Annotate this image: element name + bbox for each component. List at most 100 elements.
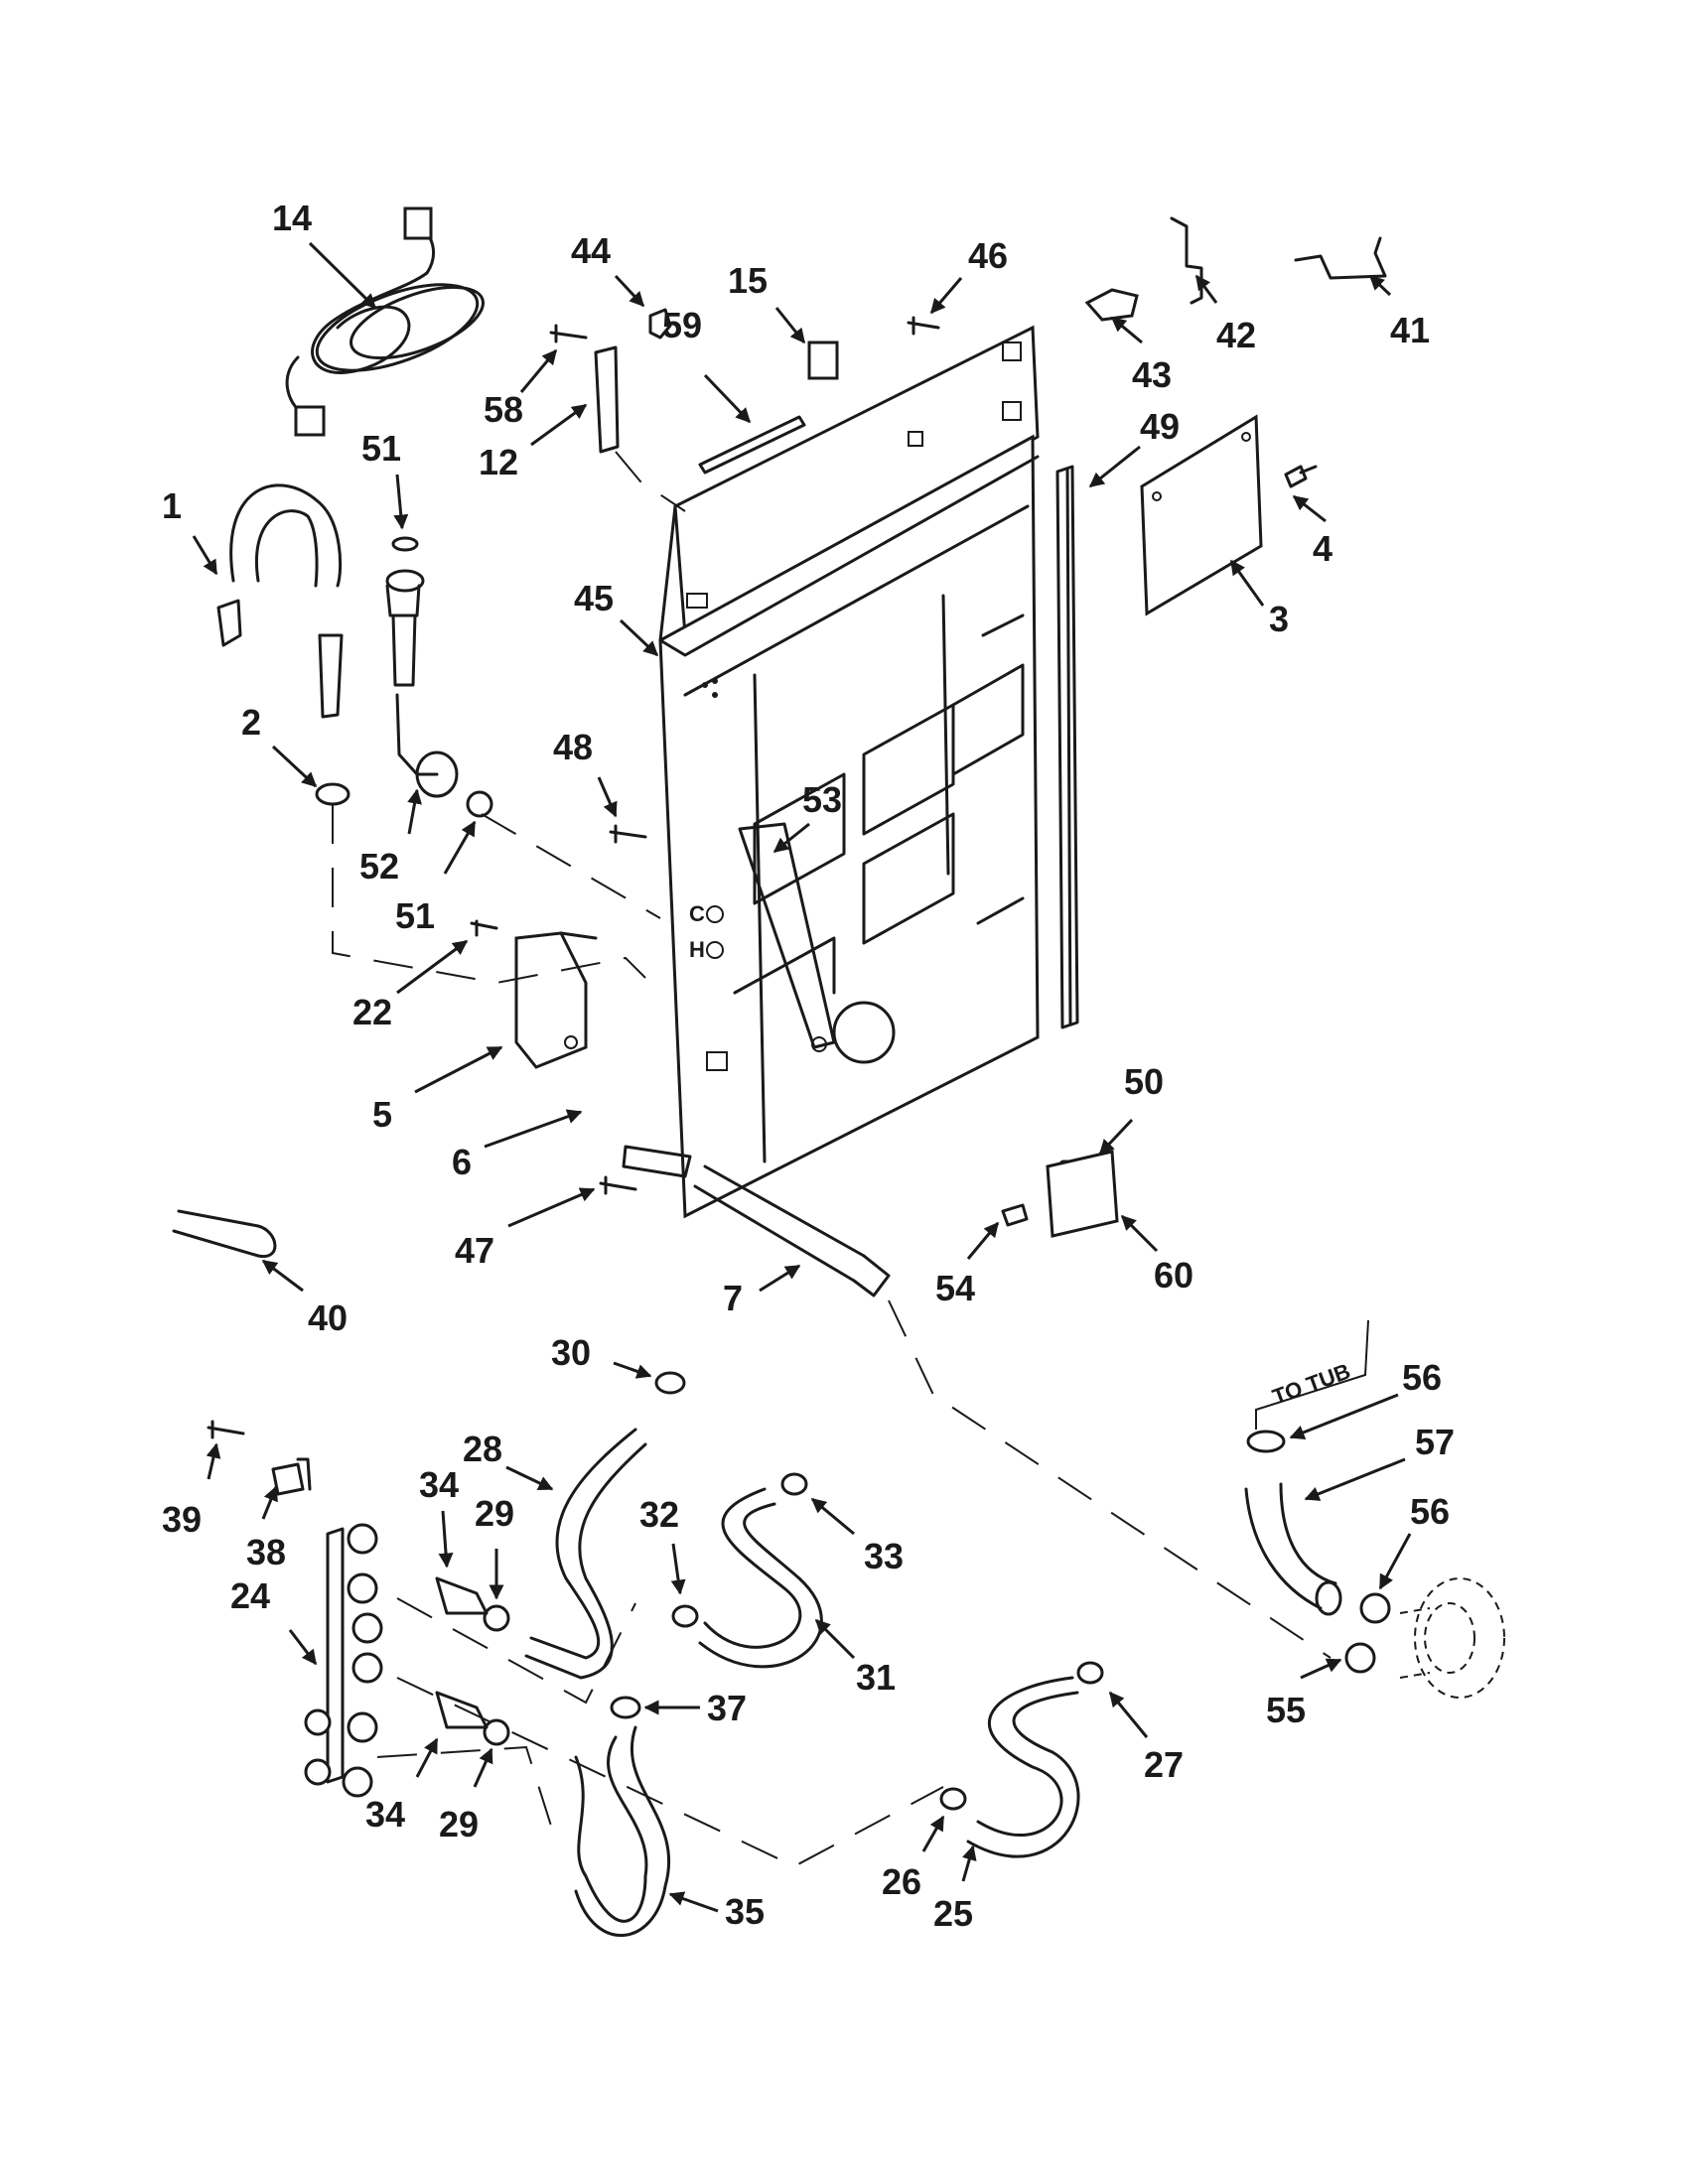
drain-hose-hook	[216, 483, 344, 719]
callout-number: 31	[856, 1657, 896, 1698]
callout-31: 31	[814, 1618, 896, 1698]
leader-arrow	[774, 307, 806, 344]
clip-15	[807, 341, 839, 380]
callout-number: 60	[1154, 1255, 1193, 1296]
callout-number: 28	[463, 1429, 502, 1469]
callout-14: 14	[272, 198, 377, 310]
callout-number: 15	[728, 260, 768, 301]
leader-arrow	[1289, 1393, 1399, 1439]
callout-22: 22	[352, 939, 469, 1032]
route-valve-b	[396, 1677, 944, 1868]
leader-arrow	[597, 776, 618, 818]
callout-29b: 29	[439, 1747, 493, 1844]
callout-number: 42	[1216, 315, 1256, 355]
clamp-37	[610, 1696, 641, 1719]
callout-50: 50	[1098, 1061, 1164, 1156]
leader-arrow	[929, 277, 963, 315]
bracket-12	[594, 345, 620, 454]
callout-48: 48	[553, 727, 618, 818]
flow-washer-top	[435, 1576, 489, 1615]
callout-number: 22	[352, 992, 392, 1032]
clamp-29-top	[483, 1604, 510, 1632]
route-pressure	[332, 804, 646, 985]
callout-49: 49	[1088, 406, 1180, 488]
route-valve-c	[376, 1745, 557, 1843]
inlet-hose	[385, 536, 493, 818]
leader-arrow	[614, 274, 645, 308]
callout-43: 43	[1110, 316, 1172, 395]
callout-number: 6	[452, 1142, 472, 1182]
callout-35: 35	[668, 1891, 765, 1932]
callout-number: 43	[1132, 354, 1172, 395]
route-tub	[1255, 1319, 1369, 1430]
leader-arrow	[1378, 1533, 1412, 1590]
leader-arrow	[261, 1485, 278, 1520]
callout-number: 5	[372, 1094, 392, 1135]
cover-plate	[1140, 414, 1263, 616]
callout-56b: 56	[1378, 1491, 1450, 1590]
clamp-32	[671, 1604, 699, 1628]
callout-51a: 51	[361, 428, 409, 530]
clamp-30	[654, 1371, 686, 1395]
callout-number: 37	[707, 1688, 747, 1728]
callout-24: 24	[230, 1575, 318, 1666]
callout-60: 60	[1120, 1214, 1193, 1296]
hose-31	[703, 1487, 802, 1649]
leader-arrow	[1300, 1658, 1342, 1680]
callout-number: 2	[241, 702, 261, 743]
leader-arrow	[1098, 1118, 1134, 1156]
callout-number: 44	[571, 230, 611, 271]
leader-arrow	[206, 1442, 221, 1480]
callout-56a: 56	[1289, 1357, 1442, 1439]
leader-arrow	[613, 1361, 652, 1379]
callout-46: 46	[929, 235, 1008, 315]
callout-40: 40	[261, 1259, 348, 1338]
callout-number: 29	[475, 1493, 514, 1534]
clamp-33	[780, 1472, 808, 1496]
side-rail	[1055, 465, 1079, 1029]
leader-arrow	[288, 1629, 318, 1666]
callout-number: 24	[230, 1575, 270, 1616]
screw-48	[609, 824, 647, 844]
callouts-layer: 1 2 3 4 5 6 7 12 14 15 22 24 25 26 27 28…	[162, 198, 1455, 1934]
callout-38: 38	[246, 1485, 286, 1572]
fitting-6	[622, 1145, 692, 1178]
callout-30: 30	[551, 1332, 652, 1379]
hose-25	[976, 1676, 1074, 1837]
tub-outlet	[1399, 1577, 1505, 1699]
callout-51b: 51	[395, 820, 477, 936]
callout-44: 44	[571, 230, 645, 308]
callout-25: 25	[933, 1844, 977, 1934]
tub-hose	[1244, 1430, 1391, 1674]
bracket-38	[271, 1462, 305, 1496]
leader-arrow	[507, 1187, 596, 1228]
callout-number: 41	[1390, 310, 1430, 350]
callout-number: 59	[662, 305, 702, 345]
screw-39	[207, 1420, 245, 1439]
leader-arrow	[473, 1747, 493, 1788]
route-inlet	[481, 813, 661, 919]
screw-58	[549, 324, 588, 343]
callout-number: 14	[272, 198, 312, 238]
leader-arrow	[1120, 1214, 1159, 1253]
leader-arrow	[261, 1259, 304, 1293]
valve-hot-mark: H	[689, 937, 705, 962]
callout-45: 45	[574, 578, 659, 657]
strip-59	[698, 415, 806, 475]
callout-3: 3	[1229, 559, 1289, 639]
callout-number: 54	[935, 1268, 975, 1308]
leader-arrow	[670, 1543, 686, 1595]
leader-arrow	[619, 618, 659, 657]
leader-arrow	[308, 241, 377, 310]
pressure-switch	[514, 931, 598, 1069]
leader-arrow	[1194, 274, 1218, 304]
callout-55: 55	[1266, 1658, 1342, 1730]
rear-panel: C H	[658, 325, 1040, 1219]
leader-arrow	[1229, 559, 1265, 607]
callout-number: 34	[419, 1464, 459, 1505]
leader-arrow	[1304, 1457, 1406, 1501]
callout-39: 39	[162, 1442, 221, 1540]
leader-arrow	[1368, 274, 1392, 297]
leader-arrow	[438, 1510, 454, 1569]
leader-arrow	[961, 1844, 977, 1882]
